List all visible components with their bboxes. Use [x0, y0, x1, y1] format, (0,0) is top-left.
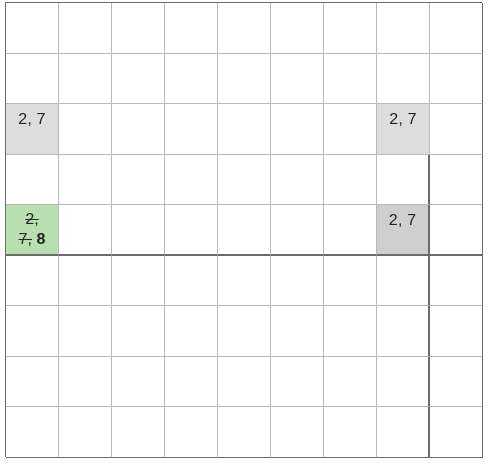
- cell-r4c4[interactable]: [165, 154, 218, 206]
- cell-r7c5[interactable]: [218, 306, 271, 357]
- cell-r1c7[interactable]: [324, 3, 377, 54]
- cell-r2c6[interactable]: [271, 53, 324, 105]
- cell-r1c2[interactable]: [59, 3, 112, 54]
- cell-r3c9[interactable]: [430, 104, 483, 155]
- candidate-notes: 2, 7: [18, 111, 46, 129]
- cell-r2c9[interactable]: [430, 53, 483, 105]
- cell-r2c7[interactable]: [324, 53, 377, 105]
- candidate-notes: 2, 7: [389, 111, 417, 129]
- cell-r2c3[interactable]: [112, 53, 165, 105]
- cell-r1c1[interactable]: [6, 3, 59, 54]
- cell-r5c5[interactable]: [218, 205, 271, 256]
- cell-r5c8[interactable]: 2, 7: [377, 205, 430, 256]
- cell-r5c1[interactable]: 2, 7, 8: [6, 205, 59, 256]
- cell-r8c4[interactable]: [165, 356, 218, 408]
- cell-r4c6[interactable]: [271, 154, 324, 206]
- remaining-candidate: 8: [36, 231, 46, 249]
- candidate-notes: 2, 7: [388, 212, 417, 230]
- cell-r9c3[interactable]: [112, 407, 165, 458]
- cell-r3c8[interactable]: 2, 7: [377, 104, 430, 155]
- cell-r7c3[interactable]: [112, 306, 165, 357]
- cell-r5c9[interactable]: [430, 205, 483, 256]
- struck-candidate: 2,: [25, 211, 39, 229]
- cell-r4c9[interactable]: [430, 154, 483, 206]
- cell-r9c2[interactable]: [59, 407, 112, 458]
- cell-r8c5[interactable]: [218, 356, 271, 408]
- cell-r6c5[interactable]: [218, 255, 271, 307]
- cell-r4c5[interactable]: [218, 154, 271, 206]
- cell-r4c7[interactable]: [324, 154, 377, 206]
- cell-r7c7[interactable]: [324, 306, 377, 357]
- cell-r3c5[interactable]: [218, 104, 271, 155]
- cell-r9c6[interactable]: [271, 407, 324, 458]
- cell-r5c6[interactable]: [271, 205, 324, 256]
- cell-r9c7[interactable]: [324, 407, 377, 458]
- cell-r7c1[interactable]: [6, 306, 59, 357]
- cell-r9c1[interactable]: [6, 407, 59, 458]
- cell-r8c2[interactable]: [59, 356, 112, 408]
- cell-r9c9[interactable]: [430, 407, 483, 458]
- cell-r5c7[interactable]: [324, 205, 377, 256]
- cell-r6c2[interactable]: [59, 255, 112, 307]
- cell-r7c9[interactable]: [430, 306, 483, 357]
- cell-r6c1[interactable]: [6, 255, 59, 307]
- cell-r2c4[interactable]: [165, 53, 218, 105]
- cell-r1c4[interactable]: [165, 3, 218, 54]
- cell-r6c7[interactable]: [324, 255, 377, 307]
- cell-r4c2[interactable]: [59, 154, 112, 206]
- cell-r3c2[interactable]: [59, 104, 112, 155]
- cell-r8c3[interactable]: [112, 356, 165, 408]
- cell-r1c8[interactable]: [377, 3, 430, 54]
- cell-r7c4[interactable]: [165, 306, 218, 357]
- cell-r4c8[interactable]: [377, 154, 430, 206]
- cell-r1c3[interactable]: [112, 3, 165, 54]
- cell-r4c3[interactable]: [112, 154, 165, 206]
- cell-r6c3[interactable]: [112, 255, 165, 307]
- cell-r3c3[interactable]: [112, 104, 165, 155]
- cell-r2c1[interactable]: [6, 53, 59, 105]
- cell-r6c8[interactable]: [377, 255, 430, 307]
- cell-r2c2[interactable]: [59, 53, 112, 105]
- cell-r1c6[interactable]: [271, 3, 324, 54]
- cell-r9c8[interactable]: [377, 407, 430, 458]
- cell-r3c7[interactable]: [324, 104, 377, 155]
- struck-candidate: 7,: [18, 231, 32, 249]
- cell-r5c4[interactable]: [165, 205, 218, 256]
- cell-r8c9[interactable]: [430, 356, 483, 408]
- cell-r6c6[interactable]: [271, 255, 324, 307]
- cell-r1c9[interactable]: [430, 3, 483, 54]
- cell-r9c5[interactable]: [218, 407, 271, 458]
- cell-r5c2[interactable]: [59, 205, 112, 256]
- cell-r3c4[interactable]: [165, 104, 218, 155]
- cell-r6c4[interactable]: [165, 255, 218, 307]
- cell-r5c3[interactable]: [112, 205, 165, 256]
- cell-r8c7[interactable]: [324, 356, 377, 408]
- cell-r3c6[interactable]: [271, 104, 324, 155]
- cell-r8c1[interactable]: [6, 356, 59, 408]
- cell-r3c1[interactable]: 2, 7: [6, 104, 59, 155]
- cell-r2c8[interactable]: [377, 53, 430, 105]
- candidate-notes-eliminated: 2, 7, 8: [6, 210, 58, 250]
- cell-r7c6[interactable]: [271, 306, 324, 357]
- cell-r8c6[interactable]: [271, 356, 324, 408]
- cell-r4c1[interactable]: [6, 154, 59, 206]
- cell-r6c9[interactable]: [430, 255, 483, 307]
- cell-r2c5[interactable]: [218, 53, 271, 105]
- cell-r9c4[interactable]: [165, 407, 218, 458]
- cell-r8c8[interactable]: [377, 356, 430, 408]
- sudoku-board: 2, 7 2, 7 2, 7, 8 2, 7: [5, 2, 483, 458]
- cell-r1c5[interactable]: [218, 3, 271, 54]
- cell-r7c8[interactable]: [377, 306, 430, 357]
- cell-r7c2[interactable]: [59, 306, 112, 357]
